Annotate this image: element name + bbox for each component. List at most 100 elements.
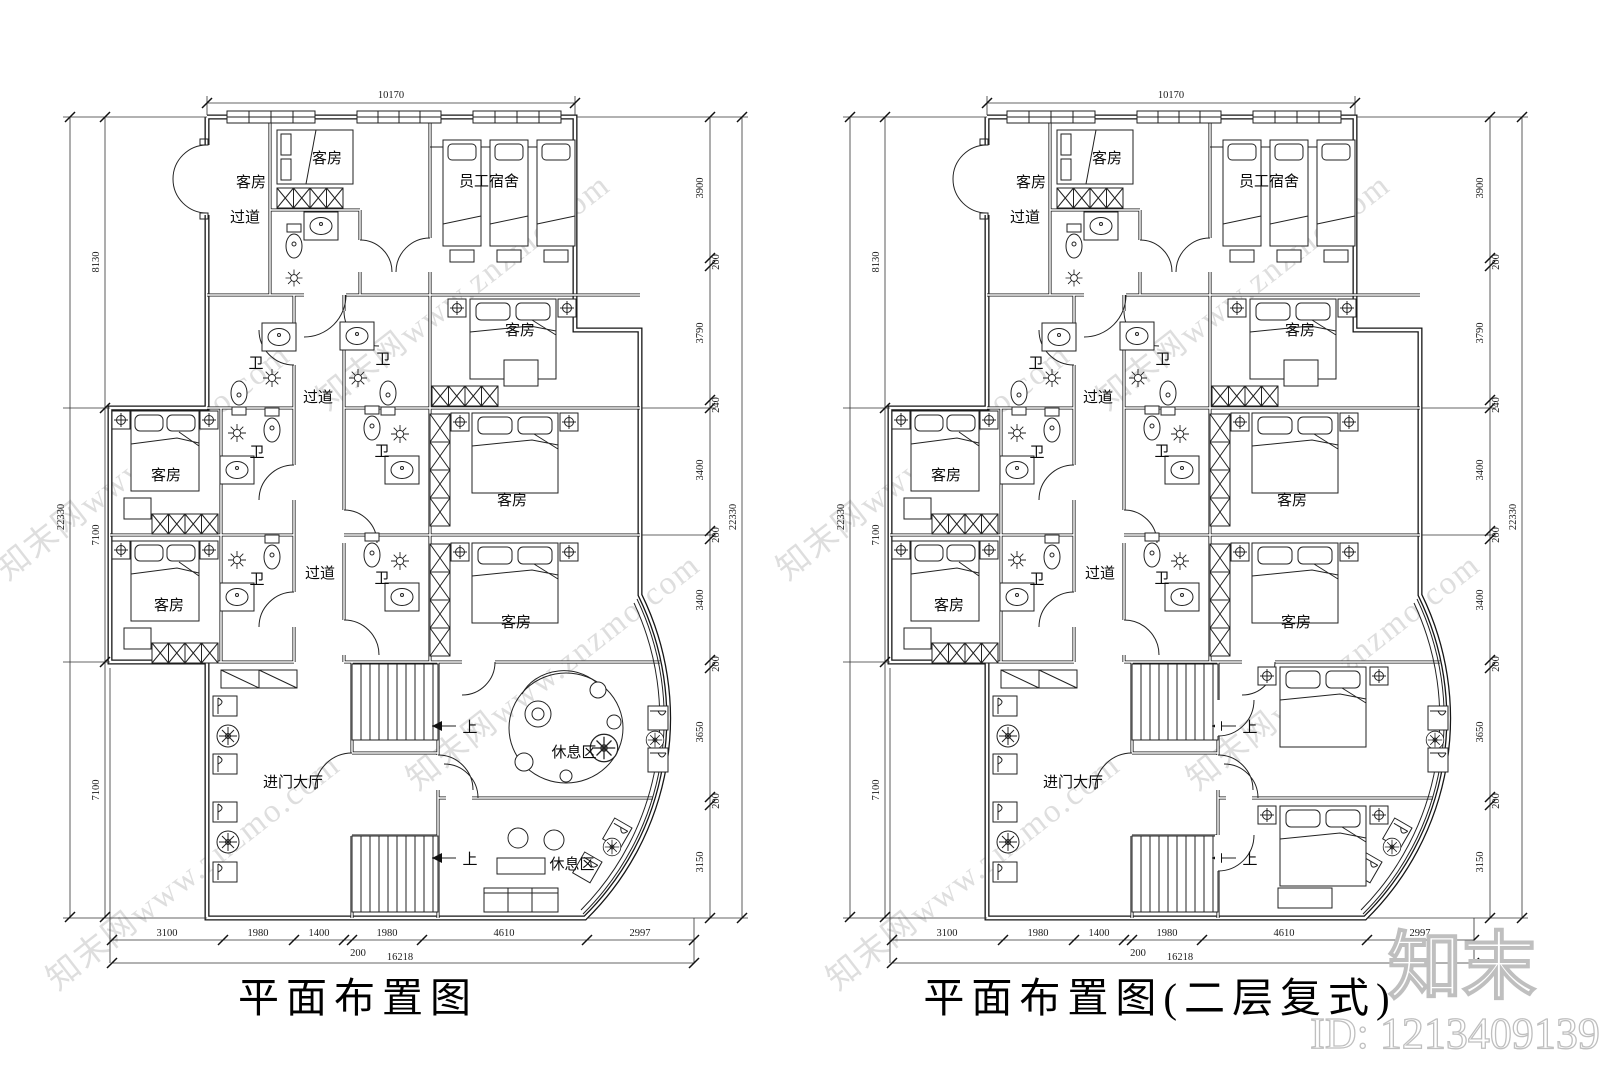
dim-label: 1400 xyxy=(1089,928,1110,939)
dim-label: 16218 xyxy=(387,952,413,963)
dim-label: 240 xyxy=(1491,397,1502,413)
dim-label: 3790 xyxy=(695,323,706,344)
dim-label: 16218 xyxy=(1167,952,1193,963)
bath-label: 卫 xyxy=(1154,444,1169,460)
dim-label: 3150 xyxy=(1475,852,1486,873)
bath-label: 卫 xyxy=(374,571,389,587)
watermark-logo: 知末 xyxy=(1388,927,1536,1009)
plan-title: 平面布置图 xyxy=(238,975,478,1021)
dim-label: 3400 xyxy=(1475,590,1486,611)
room-label: 客房 xyxy=(1277,492,1307,509)
room-label: 客房 xyxy=(931,467,961,484)
dim-label: 4610 xyxy=(494,928,515,939)
dim-label: 3400 xyxy=(695,590,706,611)
dim-label: 200 xyxy=(1491,793,1502,809)
dim-label: 7100 xyxy=(91,780,102,801)
dim-label: 7100 xyxy=(871,780,882,801)
dim-label: 3900 xyxy=(1475,178,1486,199)
corridor-label: 过道 xyxy=(230,209,260,226)
room-label: 客房 xyxy=(1281,614,1311,631)
dim-label: 22330 xyxy=(1508,504,1519,530)
right-plan-room-labels: 客房 客房 过道 员工宿舍 客房 卫 卫 过道 客房 卫 卫 客房 过道 客房 … xyxy=(931,150,1315,868)
bath-label: 卫 xyxy=(249,445,264,461)
bath-label: 卫 xyxy=(1029,572,1044,588)
dim-label: 1980 xyxy=(1028,928,1049,939)
dim-label: 200 xyxy=(350,948,366,959)
dim-label: 22330 xyxy=(836,504,847,530)
bath-label: 卫 xyxy=(248,356,263,372)
dim-label: 200 xyxy=(1130,948,1146,959)
dim-label: 2997 xyxy=(630,928,651,939)
left-plan-room-labels: 客房 客房 过道 员工宿舍 客房 卫 卫 过道 客房 卫 卫 客房 过道 客房 … xyxy=(151,150,597,873)
dim-label: 1400 xyxy=(309,928,330,939)
rest-label: 休息区 xyxy=(551,744,596,761)
dim-label: 200 xyxy=(711,254,722,270)
dim-label: 2997 xyxy=(1410,928,1431,939)
dim-label: 200 xyxy=(711,656,722,672)
left-plan-dim-labels: 10170 22330 8130 7100 7100 22330 3900 20… xyxy=(56,90,739,963)
dim-label: 8130 xyxy=(871,252,882,273)
room-label: 客房 xyxy=(312,150,342,167)
dim-label: 8130 xyxy=(91,252,102,273)
dim-label: 7100 xyxy=(91,525,102,546)
right-plan-dim-labels: 10170 22330 8130 7100 7100 22330 3900 20… xyxy=(836,90,1519,963)
dim-label: 3150 xyxy=(695,852,706,873)
dim-label: 200 xyxy=(1491,656,1502,672)
bath-label: 卫 xyxy=(249,572,264,588)
up-label: 上 xyxy=(462,851,477,868)
dim-label: 200 xyxy=(711,527,722,543)
dim-label: 3100 xyxy=(937,928,958,939)
dim-label: 7100 xyxy=(871,525,882,546)
bath-label: 卫 xyxy=(1155,352,1170,368)
room-label: 客房 xyxy=(151,467,181,484)
dim-label: 3100 xyxy=(157,928,178,939)
room-label: 客房 xyxy=(236,174,266,191)
dim-label: 3400 xyxy=(695,460,706,481)
up-label: 上 xyxy=(1242,719,1257,736)
dim-label: 240 xyxy=(711,397,722,413)
dim-label: 3400 xyxy=(1475,460,1486,481)
right-floor-plan: 客房 客房 过道 员工宿舍 客房 卫 卫 过道 客房 卫 卫 客房 过道 客房 … xyxy=(836,90,1528,1021)
dim-label: 3900 xyxy=(695,178,706,199)
room-label: 客房 xyxy=(1285,322,1315,339)
watermark-id: ID: 1213409139 xyxy=(1310,1009,1600,1058)
dim-label: 3790 xyxy=(1475,323,1486,344)
bath-label: 卫 xyxy=(1028,356,1043,372)
room-label: 客房 xyxy=(497,492,527,509)
dim-label: 10170 xyxy=(378,90,404,101)
dorm-label: 员工宿舍 xyxy=(459,173,519,190)
corridor-label: 过道 xyxy=(1010,209,1040,226)
lobby-label: 进门大厅 xyxy=(1043,774,1103,791)
room-label: 客房 xyxy=(1016,174,1046,191)
dim-label: 3650 xyxy=(695,722,706,743)
corridor-label: 过道 xyxy=(305,565,335,582)
room-label: 客房 xyxy=(154,597,184,614)
dim-label: 1980 xyxy=(248,928,269,939)
bath-label: 卫 xyxy=(1154,571,1169,587)
bath-label: 卫 xyxy=(374,444,389,460)
plan-title: 平面布置图(二层复式) xyxy=(923,975,1396,1021)
dim-label: 1980 xyxy=(1157,928,1178,939)
dim-label: 10170 xyxy=(1158,90,1184,101)
site-watermark-badge: 知末 ID: 1213409139 xyxy=(1310,926,1600,1058)
room-label: 客房 xyxy=(505,322,535,339)
dim-label: 200 xyxy=(1491,527,1502,543)
room-label: 客房 xyxy=(1092,150,1122,167)
room-label: 客房 xyxy=(934,597,964,614)
dorm-label: 员工宿舍 xyxy=(1239,173,1299,190)
corridor-label: 过道 xyxy=(1083,389,1113,406)
corridor-label: 过道 xyxy=(303,389,333,406)
up-label: 上 xyxy=(462,719,477,736)
dim-label: 22330 xyxy=(56,504,67,530)
dim-label: 200 xyxy=(1491,254,1502,270)
lobby-label: 进门大厅 xyxy=(263,774,323,791)
bath-label: 卫 xyxy=(375,352,390,368)
dim-label: 3650 xyxy=(1475,722,1486,743)
rest-label: 休息区 xyxy=(549,856,594,873)
dim-label: 1980 xyxy=(377,928,398,939)
up-label: 上 xyxy=(1242,851,1257,868)
corridor-label: 过道 xyxy=(1085,565,1115,582)
bath-label: 卫 xyxy=(1029,445,1044,461)
dim-label: 22330 xyxy=(728,504,739,530)
